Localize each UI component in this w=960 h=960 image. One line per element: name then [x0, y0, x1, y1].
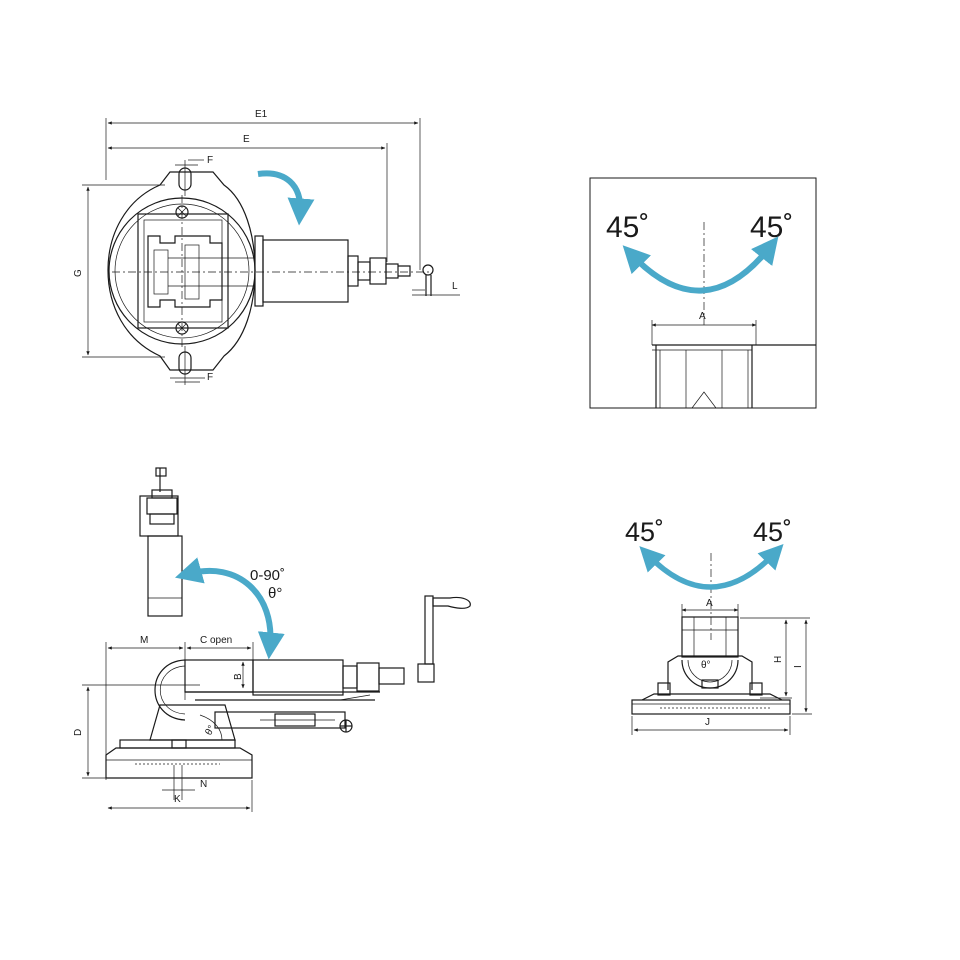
end-dim-a: A	[706, 598, 713, 609]
dim-e-label: E	[243, 134, 250, 145]
end-angle-right: 45˚	[753, 517, 792, 547]
end-theta-label: θ°	[701, 660, 711, 671]
dim-e1-label: E1	[255, 109, 268, 120]
dim-n-label: N	[200, 779, 207, 790]
swivel-angle-left: 45˚	[606, 211, 649, 244]
tilt-range-label: 0-90˚	[250, 567, 285, 584]
end-view: 45˚ 45˚ A θ° H I	[625, 517, 812, 735]
dim-d-label: D	[73, 729, 84, 736]
end-dim-h: H	[773, 656, 784, 663]
tilt-plate-marks: θ°	[203, 724, 217, 738]
tilt-arrow-icon	[174, 557, 285, 660]
dim-f-top-label: F	[207, 155, 213, 166]
dim-g-label: G	[73, 269, 84, 277]
end-dim-i: I	[793, 665, 804, 668]
side-view: 0-90˚ θ° M C open B D	[73, 467, 471, 812]
top-view: E1 E F G F	[73, 109, 460, 385]
dim-m-label: M	[140, 635, 148, 646]
swivel-arrow-icon	[622, 236, 779, 294]
swivel-detail: 45˚ 45˚ A	[589, 177, 817, 409]
end-swivel-arrow-icon	[639, 544, 784, 590]
end-dim-j: J	[705, 717, 710, 728]
dim-l-label: L	[452, 281, 458, 292]
end-angle-left: 45˚	[625, 517, 664, 547]
swivel-dim-a: A	[699, 311, 706, 322]
dim-c-open-label: C open	[200, 635, 232, 646]
dim-b-label: B	[233, 673, 244, 680]
tilt-theta-label: θ°	[268, 585, 282, 602]
rotation-arrow-icon	[257, 170, 315, 226]
swivel-angle-right: 45˚	[750, 211, 793, 244]
dim-k-label: K	[174, 794, 181, 805]
dim-f-bottom-label: F	[207, 372, 213, 383]
